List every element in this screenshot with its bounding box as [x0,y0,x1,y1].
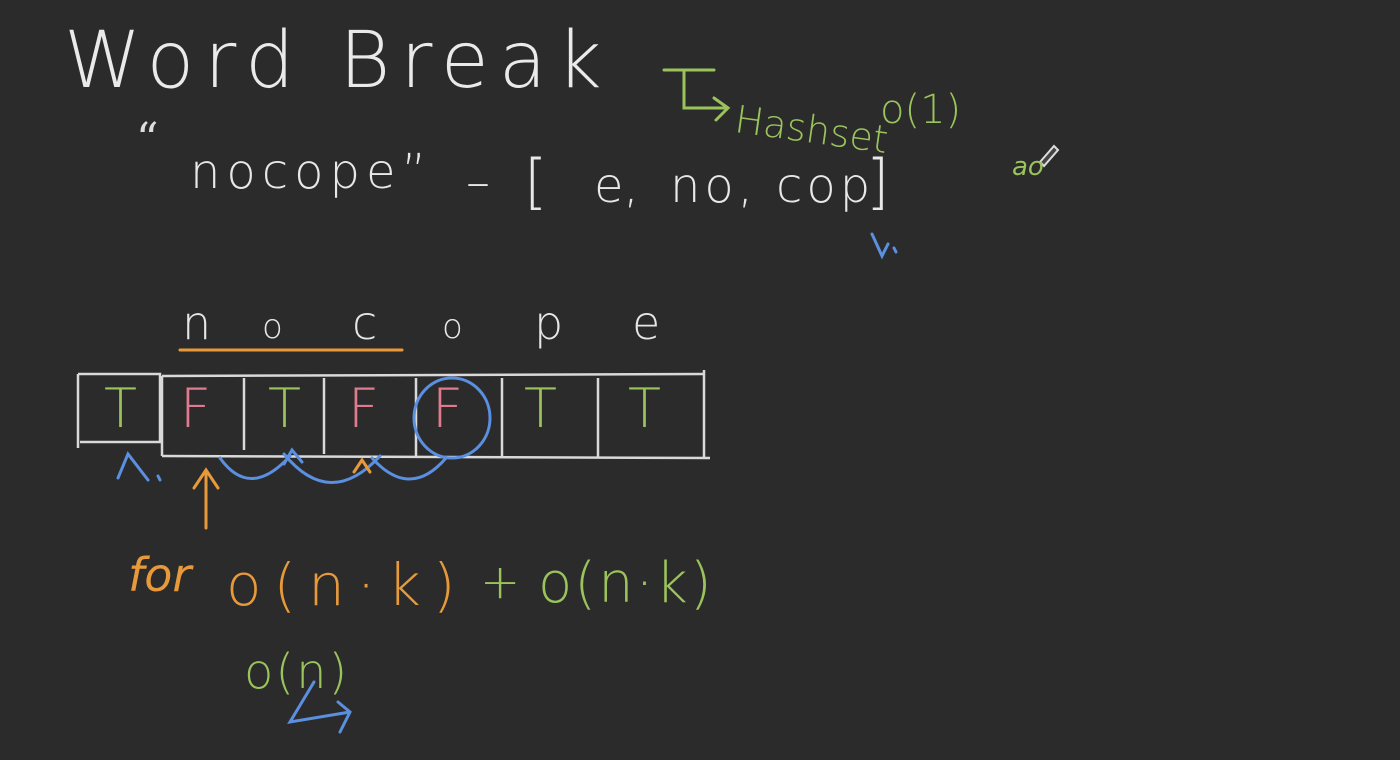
hashset-arrow-icon [662,68,731,122]
dictionary-word-e: e, [594,158,639,214]
dp-array-grid [76,370,711,460]
blue-tick-mark [870,232,898,260]
space-complexity: o(n) [244,644,350,700]
dictionary-word-cop: cop [776,158,875,214]
jump-arc-2 [282,452,382,484]
space-arrow-icon [287,680,352,734]
letter-o: o [442,307,463,347]
letter-o: o [262,307,283,347]
loop-label: for [128,548,192,602]
jump-arc-3 [370,456,448,481]
outer-complexity: o(n·k) [226,551,468,619]
lookup-cost-note: o(1) [880,87,962,133]
dp-cell: T [104,377,137,440]
dictionary-bracket-close: ] [866,147,890,217]
pointer-up-arrow-icon [192,467,220,530]
letter-c: c [352,296,378,350]
letter-n: n [182,296,212,350]
input-word: nocope” [190,144,433,200]
dictionary-bracket-open: [ [524,147,548,217]
orange-caret-icon [352,457,372,474]
page-title: Word Break [64,16,612,106]
pen-cursor-icon [1038,144,1060,168]
dp-cell: T [524,377,557,440]
dp-cell: T [628,377,661,440]
plus-sign: + [480,554,521,610]
input-dash: – [466,154,490,210]
side-note: ao [1012,152,1044,182]
dp-cell: T [268,377,301,440]
jump-arc-1 [218,454,292,480]
letter-p: p [534,296,564,350]
input-quote-open: “ [136,114,159,165]
jump-arc-arrowhead [282,447,304,466]
inner-complexity: o(n·k) [538,551,714,616]
dictionary-word-no: no, [670,158,758,214]
letter-e: e [632,296,661,350]
dp-cell: F [432,377,464,440]
dp-cell: F [180,377,212,440]
dp-cell: F [348,377,380,440]
highlight-circle [412,376,492,460]
start-caret-icon [116,451,162,482]
